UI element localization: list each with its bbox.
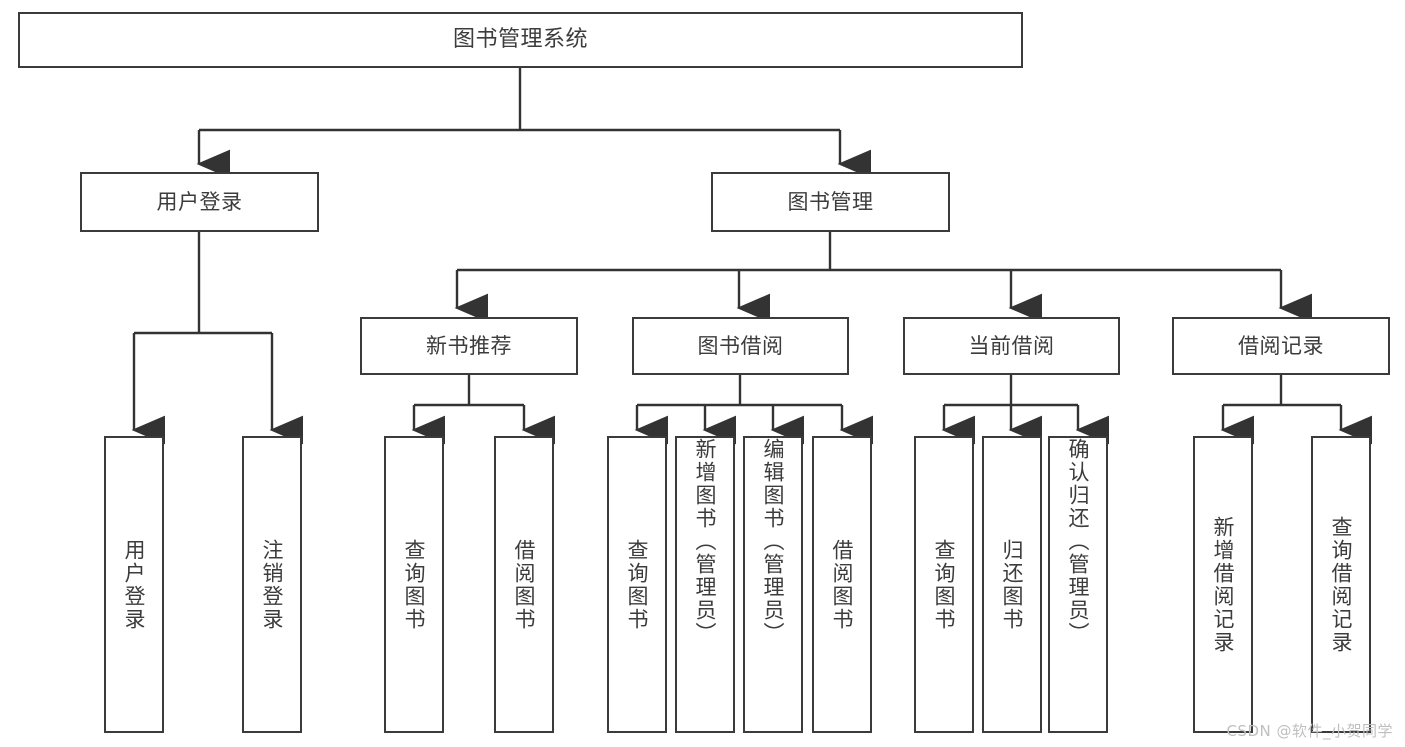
node-label: 借阅图书 [830, 538, 855, 631]
leaf-query-book-borrow[interactable]: 查询图书 [607, 436, 667, 733]
leaf-query-borrow-record[interactable]: 查询借阅记录 [1311, 436, 1371, 733]
node-label: 新增借阅记录 [1211, 515, 1236, 654]
node-label: 图书管理系统 [452, 27, 588, 53]
node-label: 查询图书 [625, 538, 650, 631]
leaf-add-book-admin[interactable]: 新增图书（管理员） [675, 436, 735, 733]
node-label: 图书借阅 [697, 333, 784, 358]
node-label: 查询借阅记录 [1329, 515, 1354, 654]
leaf-query-book-recommend[interactable]: 查询图书 [384, 436, 444, 733]
leaf-borrow-book[interactable]: 借阅图书 [812, 436, 872, 733]
node-label: 用户登录 [122, 538, 147, 631]
leaf-confirm-return-admin[interactable]: 确认归还（管理员） [1048, 436, 1108, 733]
leaf-user-login[interactable]: 用户登录 [104, 436, 164, 733]
node-label: 用户登录 [156, 189, 243, 214]
node-label: 查询图书 [932, 538, 957, 631]
node-book-management[interactable]: 图书管理 [711, 172, 950, 232]
node-label: 当前借阅 [968, 333, 1055, 358]
leaf-borrow-book-recommend[interactable]: 借阅图书 [494, 436, 554, 733]
leaf-add-borrow-record[interactable]: 新增借阅记录 [1193, 436, 1253, 733]
node-user-login[interactable]: 用户登录 [80, 172, 319, 232]
node-label: 新书推荐 [426, 333, 512, 358]
leaf-edit-book-admin[interactable]: 编辑图书（管理员） [743, 436, 803, 733]
node-label: 确认归还（管理员） [1066, 438, 1091, 645]
node-borrow-record[interactable]: 借阅记录 [1172, 317, 1390, 375]
leaf-query-book-current[interactable]: 查询图书 [914, 436, 974, 733]
node-label: 查询图书 [402, 538, 427, 631]
watermark: CSDN @软件_小贺同学 [1226, 722, 1393, 740]
leaf-logout[interactable]: 注销登录 [242, 436, 302, 733]
node-label: 归还图书 [1000, 538, 1025, 631]
node-label: 编辑图书（管理员） [761, 438, 786, 645]
node-label: 借阅图书 [512, 538, 537, 631]
node-label: 注销登录 [260, 538, 285, 631]
node-book-borrow[interactable]: 图书借阅 [632, 317, 849, 375]
node-new-book-recommend[interactable]: 新书推荐 [360, 317, 578, 375]
node-label: 借阅记录 [1238, 333, 1324, 358]
node-label: 新增图书（管理员） [693, 438, 718, 645]
leaf-return-book[interactable]: 归还图书 [982, 436, 1042, 733]
node-label: 图书管理 [787, 189, 874, 214]
node-root-system[interactable]: 图书管理系统 [18, 12, 1023, 68]
node-current-borrow[interactable]: 当前借阅 [903, 317, 1120, 375]
